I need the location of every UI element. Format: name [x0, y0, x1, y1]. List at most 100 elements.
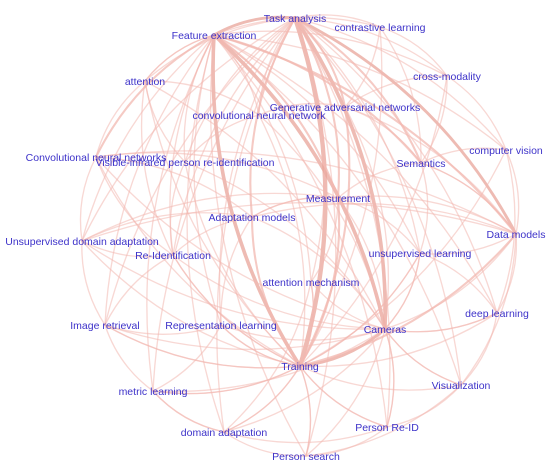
node-convolutional-neural-networks[interactable]: Convolutional neural networks [26, 152, 167, 164]
edge-training-person-search [299, 365, 312, 457]
edge-adaptation-models-re-identification [172, 216, 253, 256]
edges-layer [79, 14, 520, 457]
edge-task-analysis-cross-modality [294, 17, 448, 77]
edge-task-analysis-data-models [293, 16, 518, 236]
labels-layer: Task analysis contrastive learning Featu… [5, 13, 545, 463]
edge-cross-modality-semantics [420, 75, 448, 164]
edge-convolutional-neural-networks-attention [95, 80, 146, 158]
edge-task-analysis-visible-infrared-person-reid [184, 17, 296, 163]
edge-re-identification-unsupervised-domain-adaptation [81, 240, 174, 258]
node-contrastive-learning[interactable]: contrastive learning [334, 22, 425, 34]
edge-representation-learning-metric-learning [152, 324, 222, 392]
node-task-analysis[interactable]: Task analysis [264, 13, 326, 25]
edge-cameras-unsupervised-learning [384, 252, 421, 330]
edge-data-models-deep-learning [496, 233, 518, 314]
edge-feature-extraction-cameras [212, 33, 387, 331]
edge-feature-extraction-unsupervised-learning [213, 34, 421, 254]
edge-attention-cameras [144, 80, 386, 330]
edge-attention-feature-extraction [144, 34, 215, 82]
edge-task-analysis-computer-vision [294, 17, 507, 151]
edge-cameras-person-re-id [384, 328, 395, 428]
node-person-re-id[interactable]: Person Re-ID [355, 422, 419, 434]
node-deep-learning[interactable]: deep learning [465, 308, 529, 320]
node-person-search[interactable]: Person search [272, 451, 340, 463]
node-training[interactable]: Training [281, 361, 319, 373]
edge-cameras-data-models [384, 233, 517, 330]
edge-metric-learning-cameras [152, 328, 386, 393]
node-semantics[interactable]: Semantics [396, 158, 445, 170]
node-visible-infrared-person-reid[interactable]: Visible-infrared person re-identificatio… [96, 157, 275, 169]
node-image-retrieval[interactable]: Image retrieval [70, 320, 139, 332]
edge-generative-adversarial-networks-convolutional-neural-network [258, 102, 346, 116]
edge-image-retrieval-unsupervised-domain-adaptation [81, 240, 106, 326]
edge-person-search-cameras [305, 328, 386, 457]
edge-task-analysis-unsupervised-learning [294, 17, 421, 254]
node-convolutional-neural-network[interactable]: convolutional neural network [192, 110, 326, 122]
edge-deep-learning-visualization [460, 312, 498, 386]
edge-cameras-deep-learning [384, 312, 498, 333]
edge-feature-extraction-person-re-id [213, 34, 388, 428]
edge-attention-mechanism-training [299, 281, 315, 367]
node-attention[interactable]: attention [125, 76, 165, 88]
edge-contrastive-learning-semantics [379, 26, 422, 164]
edge-training-domain-adaptation [223, 365, 301, 433]
node-adaptation-models[interactable]: Adaptation models [209, 212, 296, 224]
edge-semantics-unsupervised-learning [419, 162, 429, 254]
edge-convolutional-neural-networks-re-identification [95, 156, 174, 256]
node-representation-learning[interactable]: Representation learning [165, 320, 277, 332]
edge-convolutional-neural-networks-measurement [95, 152, 339, 199]
edge-attention-mechanism-cameras [310, 281, 386, 330]
edge-feature-extraction-contrastive-learning [213, 16, 381, 36]
edge-training-generative-adversarial-networks [298, 105, 351, 368]
edge-task-analysis-convolutional-neural-network [258, 17, 296, 116]
edge-cross-modality-generative-adversarial-networks [344, 75, 448, 108]
edge-training-person-re-id [299, 365, 388, 428]
edge-data-models-semantics [420, 162, 517, 235]
edge-visualization-training [299, 365, 462, 391]
edge-re-identification-image-retrieval [104, 254, 174, 326]
node-feature-extraction[interactable]: Feature extraction [172, 30, 257, 42]
edge-computer-vision-data-models [505, 149, 520, 235]
node-unsupervised-learning[interactable]: unsupervised learning [369, 248, 472, 260]
edge-metric-learning-image-retrieval [104, 324, 154, 392]
edge-task-analysis-representation-learning [218, 17, 296, 326]
edge-metric-learning-domain-adaptation [152, 390, 225, 433]
node-computer-vision[interactable]: computer vision [469, 145, 543, 157]
node-cameras[interactable]: Cameras [364, 324, 407, 336]
edge-convolutional-neural-network-training [258, 114, 306, 367]
node-metric-learning[interactable]: metric learning [119, 386, 188, 398]
node-re-identification[interactable]: Re-Identification [135, 250, 211, 262]
edge-feature-extraction-image-retrieval [104, 34, 215, 326]
edge-attention-visible-infrared-person-reid [144, 80, 186, 163]
edge-measurement-data-models [337, 195, 517, 235]
edge-domain-adaptation-training [223, 365, 301, 433]
node-cross-modality[interactable]: cross-modality [413, 71, 481, 83]
edge-domain-adaptation-cameras [223, 328, 386, 433]
node-unsupervised-domain-adaptation[interactable]: Unsupervised domain adaptation [5, 236, 159, 248]
edge-measurement-unsupervised-learning [337, 197, 421, 254]
edge-unsupervised-domain-adaptation-measurement [81, 192, 339, 242]
edge-training-cameras [298, 327, 387, 368]
node-measurement[interactable]: Measurement [306, 193, 370, 205]
edge-unsupervised-domain-adaptation-cameras [81, 240, 386, 330]
edge-unsupervised-learning-training [299, 252, 421, 367]
edge-feature-extraction-convolutional-neural-networks [94, 33, 216, 159]
edge-training-convolutional-neural-networks [95, 156, 301, 367]
edge-feature-extraction-convolutional-neural-network [213, 34, 260, 116]
edge-adaptation-models-data-models [251, 202, 517, 235]
node-domain-adaptation[interactable]: domain adaptation [181, 427, 268, 439]
edge-contrastive-learning-cross-modality [379, 26, 448, 77]
node-generative-adversarial-networks[interactable]: Generative adversarial networks [270, 102, 421, 114]
edge-feature-extraction-domain-adaptation [186, 34, 225, 433]
edge-unsupervised-domain-adaptation-adaptation-models [81, 212, 253, 242]
node-data-models[interactable]: Data models [487, 229, 546, 241]
edge-task-analysis-person-re-id [294, 17, 391, 428]
edge-image-retrieval-representation-learning [104, 324, 222, 335]
edge-generative-adversarial-networks-semantics [344, 106, 422, 164]
edge-visible-infrared-person-reid-re-identification [169, 161, 186, 256]
node-visualization[interactable]: Visualization [432, 380, 491, 392]
node-attention-mechanism[interactable]: attention mechanism [263, 277, 360, 289]
edge-feature-extraction-unsupervised-domain-adaptation [81, 34, 215, 242]
edge-measurement-attention-mechanism [310, 197, 339, 283]
edge-feature-extraction-cross-modality [213, 30, 448, 77]
